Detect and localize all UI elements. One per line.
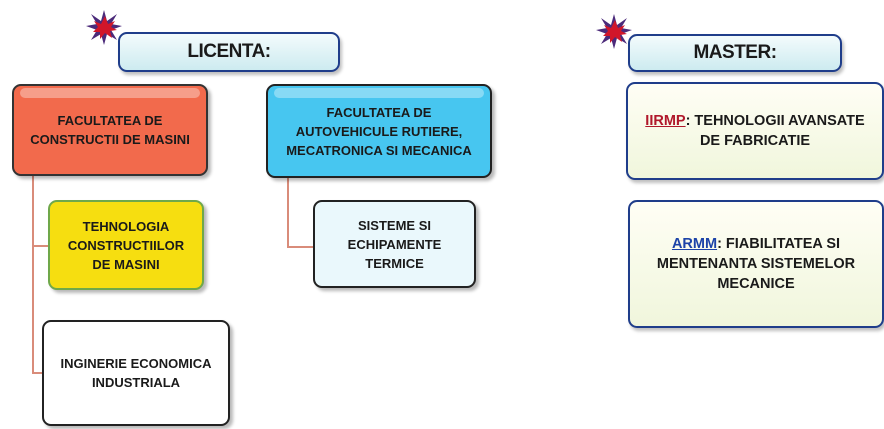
master-program-armm-name: : FIABILITATEA SI MENTENANTA SISTEMELOR … xyxy=(656,236,856,292)
faculty-construction-label: FACULTATEA DE CONSTRUCTII DE MASINI xyxy=(30,113,190,147)
program-iei-label: INGINERIE ECONOMICA INDUSTRIALA xyxy=(60,356,212,390)
master-program-armm-code: ARMM xyxy=(671,236,718,252)
master-title-text: MASTER: xyxy=(693,42,777,63)
master-program-iirmp-name: : TEHNOLOGII AVANSATE DE FABRICATIE xyxy=(685,113,865,149)
master-program-armm: ARMM: FIABILITATEA SI MENTENANTA SISTEME… xyxy=(628,200,884,328)
program-set-label: SISTEME SI ECHIPAMENTE TERMICE xyxy=(347,217,442,271)
licenta-title: LICENTA: xyxy=(118,32,340,72)
master-title: MASTER: xyxy=(628,34,842,72)
connector-faculty1-programs xyxy=(32,175,42,374)
master-program-iirmp-code: IIRMP xyxy=(645,113,686,129)
program-tcm-node: TEHNOLOGIA CONSTRUCTIILOR DE MASINI xyxy=(48,200,204,290)
master-program-iirmp: IIRMP: TEHNOLOGII AVANSATE DE FABRICATIE xyxy=(626,82,884,180)
faculty-construction-node: FACULTATEA DE CONSTRUCTII DE MASINI xyxy=(12,84,208,176)
licenta-title-text: LICENTA: xyxy=(187,41,271,62)
star-burst-icon xyxy=(86,10,122,45)
program-set-node: SISTEME SI ECHIPAMENTE TERMICE xyxy=(313,200,476,288)
program-tcm-label: TEHNOLOGIA CONSTRUCTIILOR DE MASINI xyxy=(67,218,185,272)
faculty-automotive-label: FACULTATEA DE AUTOVEHICULE RUTIERE, MECA… xyxy=(286,104,472,158)
program-iei-node: INGINERIE ECONOMICA INDUSTRIALA xyxy=(42,320,230,426)
faculty-automotive-node: FACULTATEA DE AUTOVEHICULE RUTIERE, MECA… xyxy=(266,84,492,178)
star-burst-icon xyxy=(596,14,632,49)
connector-faculty2-program xyxy=(287,178,313,248)
